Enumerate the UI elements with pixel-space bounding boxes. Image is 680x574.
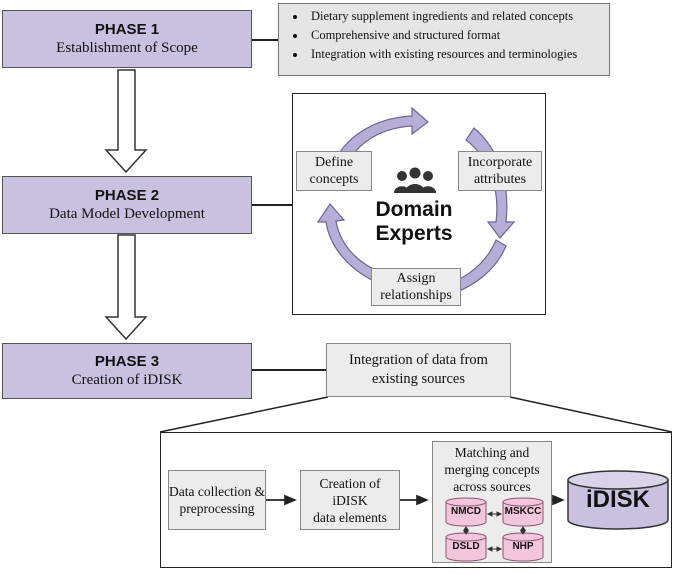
- idisk-label: iDISK: [585, 486, 650, 513]
- db-nhp: [502, 536, 544, 562]
- db-dsld: [445, 536, 487, 562]
- matching-line3: across sources: [453, 479, 531, 494]
- phase1-to-phase2-arrow: [104, 69, 148, 174]
- matching-line2: merging concepts: [444, 462, 540, 477]
- scope-bullets-box: Dietary supplement ingredients and relat…: [278, 3, 610, 76]
- phase3-title: PHASE 3: [94, 353, 160, 370]
- phase3-subtitle: Creation of iDISK: [71, 372, 183, 388]
- phase2-title: PHASE 2: [94, 187, 160, 204]
- source-label-nhp: NHP: [512, 541, 534, 552]
- integration-line1: Integration of data from: [349, 352, 488, 368]
- define-line2: concepts: [309, 172, 359, 187]
- source-databases: [445, 497, 544, 562]
- source-label-mskcc: MSKCC: [504, 506, 542, 517]
- scope-bullet: Integration with existing resources and …: [307, 45, 601, 64]
- expansion-line-right: [509, 396, 673, 433]
- phase2-box: PHASE 2 Data Model Development: [2, 176, 252, 234]
- data-elements-box: Creation of iDISK data elements: [300, 470, 400, 530]
- domain-experts-label: Domain Experts: [364, 198, 464, 246]
- integration-box: Integration of data from existing source…: [326, 343, 511, 397]
- phase3-box: PHASE 3 Creation of iDISK: [2, 343, 252, 399]
- phase2-to-phase3-arrow: [104, 234, 148, 341]
- scope-bullet-list: Dietary supplement ingredients and relat…: [289, 7, 601, 64]
- creation-line2: data elements: [313, 509, 387, 525]
- incorporate-attributes-box: Incorporate attributes: [458, 151, 542, 191]
- db-nmcd: [445, 501, 487, 527]
- scope-bullet: Comprehensive and structured format: [307, 26, 601, 45]
- assign-relationships-box: Assign relationships: [371, 268, 461, 306]
- matching-line1: Matching and: [454, 445, 530, 460]
- integration-detail-frame: [160, 432, 672, 568]
- phase1-box: PHASE 1 Establishment of Scope: [2, 10, 252, 68]
- creation-line1: Creation of iDISK: [319, 475, 381, 508]
- domain-line2: Experts: [375, 222, 453, 245]
- define-concepts-box: Define concepts: [296, 151, 372, 191]
- incorporate-line1: Incorporate: [467, 155, 533, 170]
- expansion-line-left: [159, 396, 329, 433]
- define-line1: Define: [314, 155, 354, 170]
- collection-line2: preprocessing: [179, 501, 255, 516]
- people-icon: [394, 167, 436, 193]
- assign-line1: Assign: [396, 271, 436, 286]
- domain-line1: Domain: [375, 198, 453, 221]
- phase2-subtitle: Data Model Development: [49, 206, 205, 222]
- incorporate-line2: attributes: [473, 172, 527, 187]
- phase1-subtitle: Establishment of Scope: [56, 40, 198, 56]
- phase1-title: PHASE 1: [94, 21, 160, 38]
- scope-bullet: Dietary supplement ingredients and relat…: [307, 7, 601, 26]
- idisk-database: [567, 470, 669, 530]
- db-mskcc: [502, 501, 544, 527]
- assign-line2: relationships: [380, 288, 452, 303]
- data-model-frame: [292, 93, 546, 315]
- source-label-nmcd: NMCD: [451, 506, 481, 517]
- collection-line1: Data collection &: [169, 484, 265, 499]
- db-link-arrows: [463, 511, 526, 552]
- source-label-dsld: DSLD: [452, 541, 480, 552]
- cycle-arrow-left: [316, 203, 381, 283]
- matching-label: Matching and merging concepts across sou…: [444, 444, 539, 495]
- data-collection-box: Data collection & preprocessing: [168, 470, 266, 530]
- integration-line2: existing sources: [371, 371, 466, 387]
